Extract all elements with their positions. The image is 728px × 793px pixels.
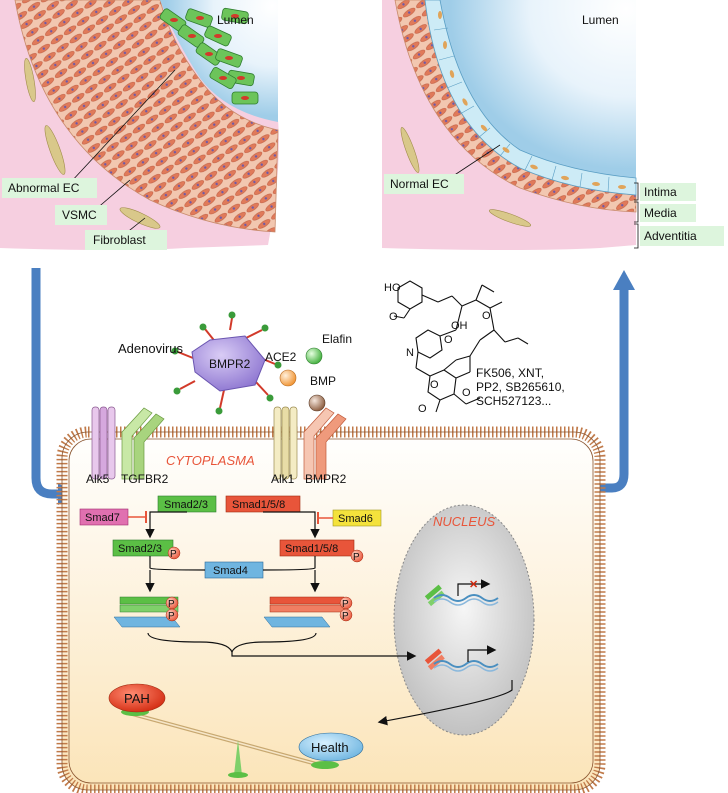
media-label: Media [644,206,677,220]
svg-text:O: O [482,310,491,322]
pah-label: PAH [124,691,150,706]
normal-ec-label-box [384,174,464,194]
bmp-label: BMP [310,374,336,388]
pah-oval [108,683,166,713]
p-smad23-label: Smad2/3 [118,543,162,555]
vsmc-label-box [55,205,107,225]
nucleus [393,504,535,736]
p-smad158-box [279,539,355,557]
smad158-label: Smad1/5/8 [232,499,285,511]
fk506-atom-labels: HO O OH O N O O O O [384,282,491,415]
abnormal-ec-label: Abnormal EC [8,181,80,195]
elafin-ball [305,347,323,365]
fibroblast-label: Fibroblast [93,233,146,247]
smad23-phospho-arrow [145,511,187,539]
complex-phosphate-label-4: P [342,611,349,622]
elafin-label: Elafin [322,332,352,346]
complex-phosphate-label-2: P [168,611,175,622]
bmpr2-receptor-label: BMPR2 [305,472,347,486]
smad158-phospho-arrow [263,511,320,539]
smad158-smad4-complex [263,596,353,628]
right-flow-arrow [600,286,629,493]
p-smad158-phosphate [350,549,364,563]
alk1-label: Alk1 [271,472,295,486]
complex-phosphate-label-3: P [342,599,349,610]
alk1-receptor [273,406,298,480]
health-oval [298,732,364,762]
ace2-ball [279,369,297,387]
intima-label-box [640,183,696,201]
abnormal-endothelial-cells [159,7,259,105]
left-flow-arrow [31,268,62,499]
smad23-label: Smad2/3 [164,499,208,511]
svg-text:OH: OH [451,320,468,332]
svg-text:✕: ✕ [469,579,478,591]
nuclear-translocation-arrow [231,651,417,661]
svg-text:O: O [418,403,427,415]
p-smad158-phosphate-label: P [353,552,360,563]
abnormal-vessel-panel: Lumen Abnormal EC VSMC Fibroblast [0,0,279,250]
gene-activated [424,645,499,672]
p-smad158-label: Smad1/5/8 [285,543,338,555]
svg-text:O: O [430,379,439,391]
fk506-structure [393,280,529,413]
vsmc-label: VSMC [62,208,97,222]
cytoplasma-label: CYTOPLASMA [166,453,255,468]
bmp-ball [308,394,326,412]
svg-text:O: O [444,334,453,346]
compound-list-line-1: FK506, XNT, [476,366,544,380]
smad7-label: Smad7 [85,512,120,524]
p-smad23-phosphate [167,546,181,560]
bmpr2-particle-label: BMPR2 [209,357,251,371]
svg-text:O: O [462,387,471,399]
nucleus-label: NUCLEUS [433,514,495,529]
adventitia-label: Adventitia [644,229,697,243]
tgfbr2-label: TGFBR2 [121,472,169,486]
svg-text:N: N [406,347,414,359]
right-lumen-label: Lumen [582,13,619,27]
bmpr2-adenovirus-particle: BMPR2 [171,311,282,415]
alk5-receptor [91,406,116,480]
adventitia-label-box [640,226,724,246]
nucleus-to-health-arrow [377,680,513,726]
svg-text:HO: HO [384,282,401,294]
compound-list-line-3: SCH527123... [476,394,551,408]
ace2-label: ACE2 [265,350,297,364]
alk5-label: Alk5 [86,472,110,486]
svg-text:O: O [389,311,398,323]
smad23-complex-arrow [149,556,206,571]
smad158-complex-arrow [262,556,316,571]
p-smad23-phosphate-label: P [170,549,177,560]
abnormal-ec-label-box [2,178,97,198]
fibroblast-label-box [85,230,167,250]
gene-repressed: ✕ [424,579,499,607]
normal-ec-label: Normal EC [390,177,449,191]
tgfbr2-receptor [121,407,165,480]
smad23-smad4-complex [113,596,181,628]
media-label-box [640,204,696,222]
health-label: Health [311,740,349,755]
complex-phosphate-label-1: P [168,599,175,610]
smad6-label: Smad6 [338,513,373,525]
compound-list-line-2: PP2, SB265610, [476,380,565,394]
adenovirus-label: Adenovirus [118,341,184,356]
right-flow-arrowhead [613,270,635,290]
left-lumen-label: Lumen [217,13,254,27]
intima-label: Intima [644,185,677,199]
smad4-label: Smad4 [213,565,248,577]
normal-vessel-panel: Lumen Normal EC Intima Media Adventitia [382,0,724,250]
bmpr2-receptor [303,407,347,480]
